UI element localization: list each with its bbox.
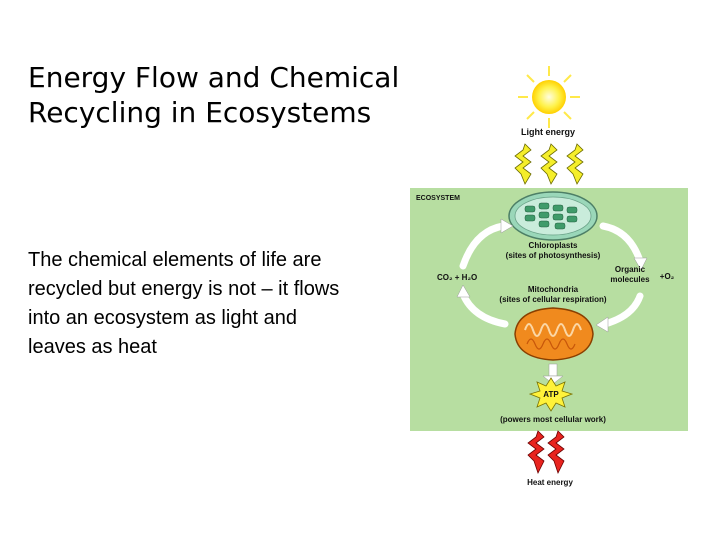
atp-sublabel: (powers most cellular work)	[500, 415, 606, 424]
slide-title: Energy Flow and Chemical Recycling in Ec…	[28, 60, 408, 130]
organic-label-1: Organic	[615, 265, 646, 274]
heat-bolt-right	[547, 430, 565, 475]
body-line-2: recycled but energy is not – it flows	[28, 278, 340, 300]
atp-label: ATP	[543, 390, 559, 399]
heat-bolt-left	[527, 430, 545, 475]
atp-starburst	[528, 377, 574, 412]
ecosystem-label: ECOSYSTEM	[416, 195, 460, 202]
light-energy-bolts	[514, 143, 584, 185]
mitochondria-sublabel: (sites of cellular respiration)	[499, 295, 606, 304]
o2-label: +O₂	[660, 272, 675, 281]
body-line-3: into an ecosystem as light and	[28, 307, 298, 329]
light-bolt-middle	[540, 143, 558, 185]
chloroplasts-sublabel: (sites of photosynthesis)	[506, 251, 601, 260]
light-bolt-right	[566, 143, 584, 185]
heat-energy-label: Heat energy	[527, 478, 573, 487]
arrow-from-mitochondria	[459, 290, 509, 328]
light-energy-label: Light energy	[521, 127, 575, 137]
co2-h2o-label: CO₂ + H₂O	[437, 273, 477, 282]
arrow-to-mitochondria	[601, 292, 644, 328]
sun-icon	[518, 66, 580, 128]
organic-label-2: molecules	[610, 275, 650, 284]
mitochondrion-icon	[514, 307, 594, 361]
arrow-from-chloroplast	[599, 222, 644, 265]
light-bolt-left	[514, 143, 532, 185]
diagram-svg: Light energy ECOSYSTEM	[410, 66, 688, 487]
down-arrow-to-atp	[542, 363, 564, 385]
cycle-arrows	[459, 222, 644, 328]
slide-body-text: The chemical elements of life are recycl…	[28, 246, 408, 362]
heat-energy-bolts	[527, 430, 565, 475]
body-line-1: The chemical elements of life are	[28, 249, 322, 271]
chloroplast-icon	[508, 191, 598, 241]
energy-flow-diagram: Light energy ECOSYSTEM	[405, 66, 695, 496]
arrow-to-chloroplast	[459, 222, 507, 270]
mitochondria-label: Mitochondria	[528, 285, 579, 294]
title-line-2: Recycling in Ecosystems	[28, 96, 372, 129]
title-line-1: Energy Flow and Chemical	[28, 61, 400, 94]
chloroplasts-label: Chloroplasts	[529, 241, 578, 250]
body-line-4: leaves as heat	[28, 336, 157, 358]
